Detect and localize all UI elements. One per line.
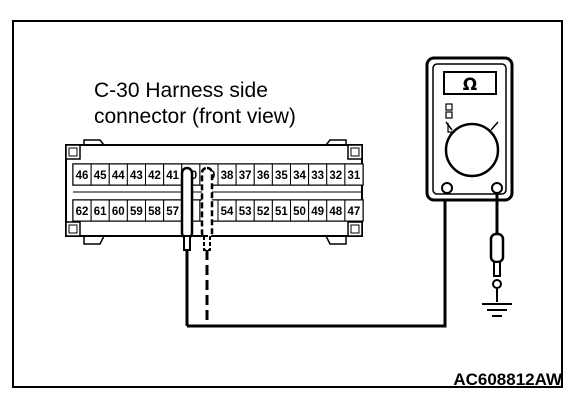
top-pin-label: 33 (311, 170, 324, 182)
top-pin-32: 32 (326, 163, 346, 186)
bottom-pin-label: 53 (239, 206, 252, 218)
top-pin-41: 41 (163, 163, 183, 186)
bottom-pin-label: 49 (311, 206, 324, 218)
dashed-probe-lead (200, 166, 214, 326)
ohm-symbol: Ω (463, 75, 477, 95)
test-lead-wire (187, 192, 447, 328)
bottom-pin-51: 51 (271, 199, 291, 222)
top-pin-row: 46454443424140393837363534333231 (72, 163, 364, 186)
bottom-pin-50: 50 (290, 199, 310, 222)
bottom-pin-59: 59 (126, 199, 146, 222)
bottom-pin-label: 48 (329, 206, 342, 218)
top-pin-label: 31 (348, 170, 361, 182)
top-pin-label: 37 (239, 170, 252, 182)
bottom-pin-label: 54 (221, 206, 234, 218)
bottom-pin-label: 62 (76, 206, 89, 218)
top-pin-label: 46 (76, 170, 89, 182)
top-pin-46: 46 (72, 163, 92, 186)
connector-title-line-1: C-30 Harness side (94, 79, 268, 102)
bottom-pin-52: 52 (253, 199, 273, 222)
solid-probe-lead (180, 166, 194, 326)
ground-symbol-icon (482, 303, 512, 317)
bottom-pin-61: 61 (90, 199, 110, 222)
ground-probe-lead (489, 193, 505, 302)
bottom-pin-62: 62 (72, 199, 92, 222)
top-pin-label: 36 (257, 170, 270, 182)
top-pin-45: 45 (90, 163, 110, 186)
top-pin-35: 35 (271, 163, 291, 186)
bottom-pin-60: 60 (108, 199, 128, 222)
top-pin-44: 44 (108, 163, 128, 186)
bottom-pin-label: 61 (94, 206, 107, 218)
top-pin-43: 43 (126, 163, 146, 186)
connector-title-line-2: connector (front view) (94, 105, 296, 128)
bottom-pin-label: 51 (275, 206, 288, 218)
bottom-pin-label: 59 (130, 206, 143, 218)
top-pin-37: 37 (235, 163, 255, 186)
bottom-pin-57: 57 (163, 199, 183, 222)
top-pin-label: 42 (148, 170, 161, 182)
bottom-pin-label: 50 (293, 206, 306, 218)
top-pin-38: 38 (217, 163, 237, 186)
top-pin-label: 45 (94, 170, 107, 182)
top-pin-label: 32 (329, 170, 342, 182)
top-pin-36: 36 (253, 163, 273, 186)
bottom-pin-47: 47 (344, 199, 364, 222)
top-pin-42: 42 (145, 163, 165, 186)
bottom-pin-48: 48 (326, 199, 346, 222)
bottom-pin-label: 60 (112, 206, 125, 218)
top-pin-31: 31 (344, 163, 364, 186)
top-pin-label: 35 (275, 170, 288, 182)
top-pin-label: 38 (221, 170, 234, 182)
bottom-pin-row: 62 61 60 59 58 57 54 53 52 51 50 49 48 47 (72, 199, 364, 222)
top-pin-label: 44 (112, 170, 125, 182)
top-pin-label: 41 (166, 170, 179, 182)
meter-v-ohm-terminal (491, 182, 503, 194)
bottom-pin-label: 57 (166, 206, 179, 218)
bottom-pin-label: 58 (148, 206, 161, 218)
bottom-pin-49: 49 (308, 199, 328, 222)
bottom-pin-53: 53 (235, 199, 255, 222)
meter-display (443, 71, 497, 95)
top-pin-label: 34 (293, 170, 306, 182)
bottom-pin-label: 52 (257, 206, 270, 218)
range-selector-dial (444, 122, 500, 178)
harness-connector: 46454443424140393837363534333231 6261605… (65, 139, 364, 245)
bottom-pin-58: 58 (145, 199, 165, 222)
bottom-pin-label: 47 (348, 206, 361, 218)
top-pin-label: 43 (130, 170, 143, 182)
meter-com-terminal (441, 182, 453, 194)
top-pin-34: 34 (290, 163, 310, 186)
ohmmeter: Ω (425, 56, 514, 202)
top-pin-33: 33 (308, 163, 328, 186)
bottom-pin-54: 54 (217, 199, 237, 222)
figure-id: AC608812AW (453, 370, 562, 389)
